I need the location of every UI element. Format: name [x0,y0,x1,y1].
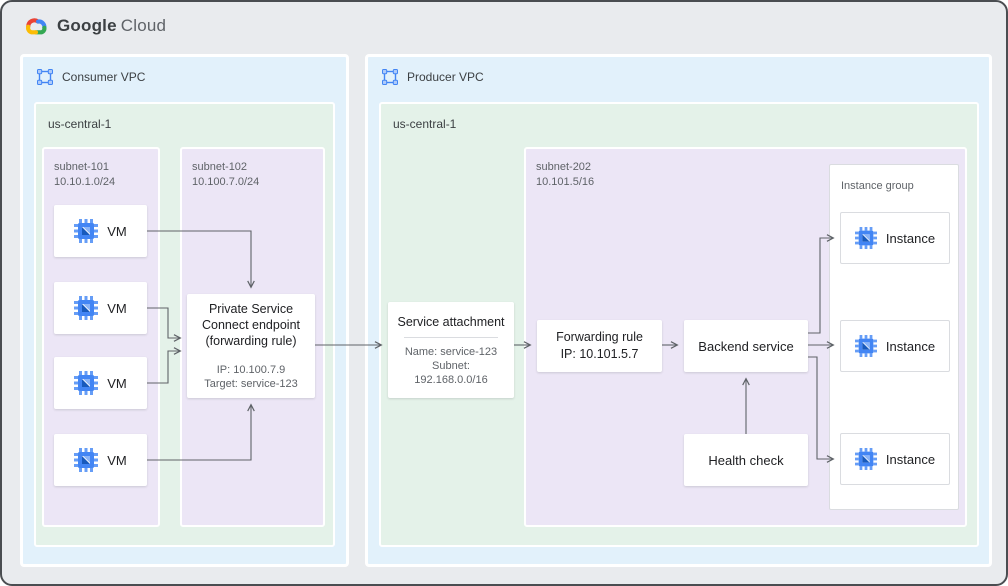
compute-engine-icon [74,448,99,472]
producer-region-label: us-central-1 [393,117,457,131]
vpc-network-icon [382,69,398,85]
compute-engine-icon [74,371,99,395]
service-attachment-name: Name: service-123 [404,345,498,358]
subnet-101-label: subnet-101 10.10.1.0/24 [54,161,116,188]
backend-service-node[interactable]: Backend service [684,320,808,372]
brand-cloud: Cloud [120,16,167,35]
subnet-202-label: subnet-202 10.101.5/16 [536,161,595,188]
instance-label: Instance [885,230,936,246]
instance-node-1[interactable]: Instance [840,212,950,264]
vpc-network-icon [37,69,53,85]
service-attachment-node[interactable]: Service attachment Name: service-123 Sub… [388,302,514,398]
instance-node-3[interactable]: Instance [840,433,950,485]
instance-label: Instance [885,451,936,467]
vm-label: VM [107,300,127,316]
producer-vpc-label: Producer VPC [407,70,484,84]
vm-label: VM [107,452,127,468]
compute-engine-icon [854,448,877,470]
psc-endpoint-node[interactable]: Private Service Connect endpoint (forwar… [187,294,315,398]
vm-node-2[interactable]: VM [54,282,147,334]
psc-endpoint-target: Target: service-123 [204,378,298,390]
consumer-vpc-header: Consumer VPC [37,69,145,85]
vm-node-4[interactable]: VM [54,434,147,486]
google-cloud-logo-icon [26,18,47,35]
brand-google: Google [57,16,117,35]
service-attachment-subnet-label: Subnet: [432,359,470,372]
subnet-102-label: subnet-102 10.100.7.0/24 [192,161,260,188]
health-check-node[interactable]: Health check [684,434,808,486]
vm-node-1[interactable]: VM [54,205,147,257]
health-check-label: Health check [708,452,784,468]
forwarding-rule-ip: IP: 10.101.5.7 [560,347,639,361]
service-attachment-subnet-cidr: 192.168.0.0/16 [414,373,488,386]
compute-engine-icon [854,227,877,249]
divider [404,336,498,338]
compute-engine-icon [74,219,99,243]
forwarding-rule-node[interactable]: Forwarding rule IP: 10.101.5.7 [537,320,662,372]
compute-engine-icon [854,335,877,357]
psc-endpoint-title: Private Service Connect endpoint (forwar… [202,302,300,348]
consumer-vpc-label: Consumer VPC [62,70,146,84]
psc-endpoint-ip: IP: 10.100.7.9 [216,364,286,376]
backend-service-label: Backend service [698,338,794,354]
consumer-region-label: us-central-1 [48,117,112,131]
producer-vpc-header: Producer VPC [382,69,484,85]
forwarding-rule-title: Forwarding rule [556,330,643,344]
compute-engine-icon [74,296,99,320]
vm-node-3[interactable]: VM [54,357,147,409]
vm-label: VM [107,223,127,239]
vm-label: VM [107,375,127,391]
service-attachment-title: Service attachment [397,314,505,329]
instance-group-label: Instance group [841,180,914,192]
instance-node-2[interactable]: Instance [840,320,950,372]
instance-label: Instance [885,338,936,354]
